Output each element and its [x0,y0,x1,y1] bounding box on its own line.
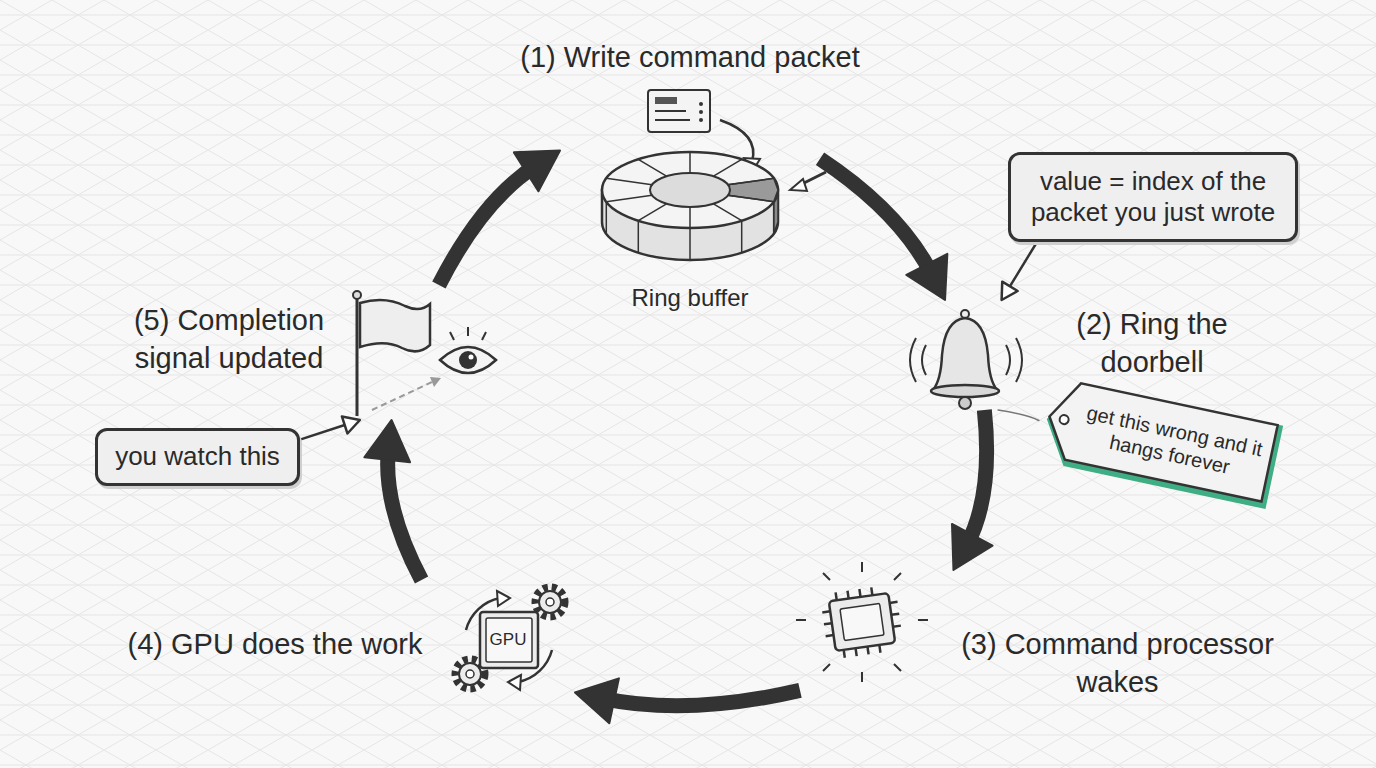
cycle-mini-head [508,675,521,690]
arrow-head [342,416,360,433]
callout-text: value = index of the packet you just wro… [1011,155,1295,239]
chip-body [829,593,895,651]
packet-dot [699,102,703,106]
tag-text: get this wrong and it hangs forever [1068,381,1276,504]
packet-line [655,111,690,120]
step-group: (5) Completion signal updated [115,285,510,420]
step-label: (3) Command processor wakes [940,626,1295,701]
tag-hole [1059,414,1070,425]
eye-lash [450,327,486,340]
cycle-mini-head [497,591,510,606]
arrow-head [514,151,560,192]
cycle-arrow [364,420,421,580]
gear-hub [466,670,474,678]
gear-body [539,591,561,613]
gear-hub [546,598,554,606]
wake-ray [796,562,928,682]
callout-box: you watch this [95,428,300,486]
arrow-shaft [998,410,1039,421]
chip-pin [820,584,904,660]
arrow-head [364,420,410,462]
warning-tag: get this wrong and it hangs forever [1039,375,1281,505]
chip-label: GPU [478,629,538,651]
cycle-arrow [575,678,800,723]
bell-body [933,318,997,390]
gear-teeth [535,587,565,617]
ring-top [602,152,778,228]
step-label: (4) GPU does the work [110,626,440,664]
packet-bar [655,97,677,104]
cycle-arrow [820,159,947,300]
arrow-shaft [1007,242,1037,290]
watch-dashed-head [430,377,441,387]
gear-body [459,663,481,685]
cycle-arrow [439,151,560,286]
flag-pole [356,298,359,416]
arrow-shaft [300,423,349,439]
flag-knob [353,291,361,299]
packet-dot [699,118,703,122]
callout-box: value = index of the packet you just wro… [1008,152,1298,242]
tag-string [998,410,1039,421]
pointer-arrow [300,416,360,439]
packet-card [648,90,710,132]
watch-dashed-line [372,382,432,410]
arrow-shaft [820,159,932,275]
arrow-shaft [439,165,536,285]
ring-hole [650,173,730,207]
arrow-shaft [602,690,800,705]
ring-wave [910,338,1022,382]
arrow-shaft [967,410,987,545]
arrow-head [575,678,619,723]
callout-text: you watch this [98,431,297,483]
eye-outline [440,347,496,373]
step-group: (3) Command processor wakes [800,570,1295,710]
slot-pointer-head [790,179,807,191]
bell-clapper [959,397,971,409]
step-group: (4) GPU does the work GPU [110,580,575,705]
arrow-head [952,524,993,570]
packet-dot [699,110,703,114]
cycle-arrow [952,410,993,570]
arrow-head [906,254,947,300]
arrow-shaft [388,448,422,580]
ring-slot-divider [606,152,773,228]
eye-glint [469,355,474,360]
icon-caption: Ring buffer [560,282,820,313]
step-group: (1) Write command packetRing buffer [560,35,820,310]
processor-chip [820,584,904,660]
eye-pupil [459,351,477,369]
pointer-arrow [1002,242,1037,300]
bell-rim [931,385,999,397]
step-label: (5) Completion signal updated [115,302,343,377]
chip-die [840,603,884,640]
arrow-head [1002,282,1018,300]
flag-cloth [360,300,430,351]
step-label: (1) Write command packet [480,39,900,77]
step-label: (2) Ring the doorbell [1052,306,1252,381]
